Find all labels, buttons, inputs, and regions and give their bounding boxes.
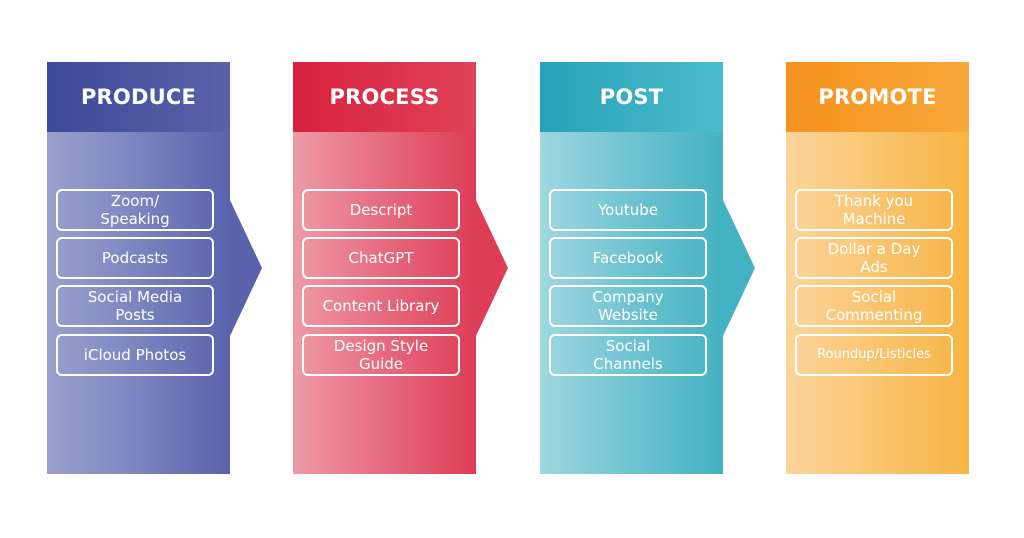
stage-body: Thank you Machine Dollar a Day Ads Socia… [786, 132, 969, 474]
stage-body: Descript ChatGPT Content Library Design … [293, 132, 476, 474]
list-item[interactable]: Company Website [549, 285, 707, 327]
stage-promote: PROMOTE Thank you Machine Dollar a Day A… [786, 62, 969, 474]
list-item[interactable]: iCloud Photos [56, 334, 214, 376]
stage-body: Zoom/ Speaking Podcasts Social Media Pos… [47, 132, 230, 474]
arrow-right-icon [476, 200, 508, 336]
list-item[interactable]: Social Media Posts [56, 285, 214, 327]
list-item[interactable]: Design Style Guide [302, 334, 460, 376]
list-item[interactable]: ChatGPT [302, 237, 460, 279]
list-item[interactable]: Social Channels [549, 334, 707, 376]
list-item[interactable]: Dollar a Day Ads [795, 237, 953, 279]
stage-title: PROMOTE [786, 62, 969, 132]
stage-process: PROCESS Descript ChatGPT Content Library… [293, 62, 476, 474]
list-item[interactable]: Descript [302, 189, 460, 231]
arrow-right-icon [723, 200, 755, 336]
list-item[interactable]: Content Library [302, 285, 460, 327]
stage-post: POST Youtube Facebook Company Website So… [540, 62, 723, 474]
list-item[interactable]: Podcasts [56, 237, 214, 279]
list-item[interactable]: Zoom/ Speaking [56, 189, 214, 231]
list-item[interactable]: Facebook [549, 237, 707, 279]
list-item[interactable]: Roundup/Listicles [795, 334, 953, 376]
stage-title: PRODUCE [47, 62, 230, 132]
list-item[interactable]: Youtube [549, 189, 707, 231]
list-item[interactable]: Social Commenting [795, 285, 953, 327]
arrow-right-icon [230, 200, 262, 336]
stage-produce: PRODUCE Zoom/ Speaking Podcasts Social M… [47, 62, 230, 474]
list-item[interactable]: Thank you Machine [795, 189, 953, 231]
stage-body: Youtube Facebook Company Website Social … [540, 132, 723, 474]
stage-title: POST [540, 62, 723, 132]
stage-title: PROCESS [293, 62, 476, 132]
